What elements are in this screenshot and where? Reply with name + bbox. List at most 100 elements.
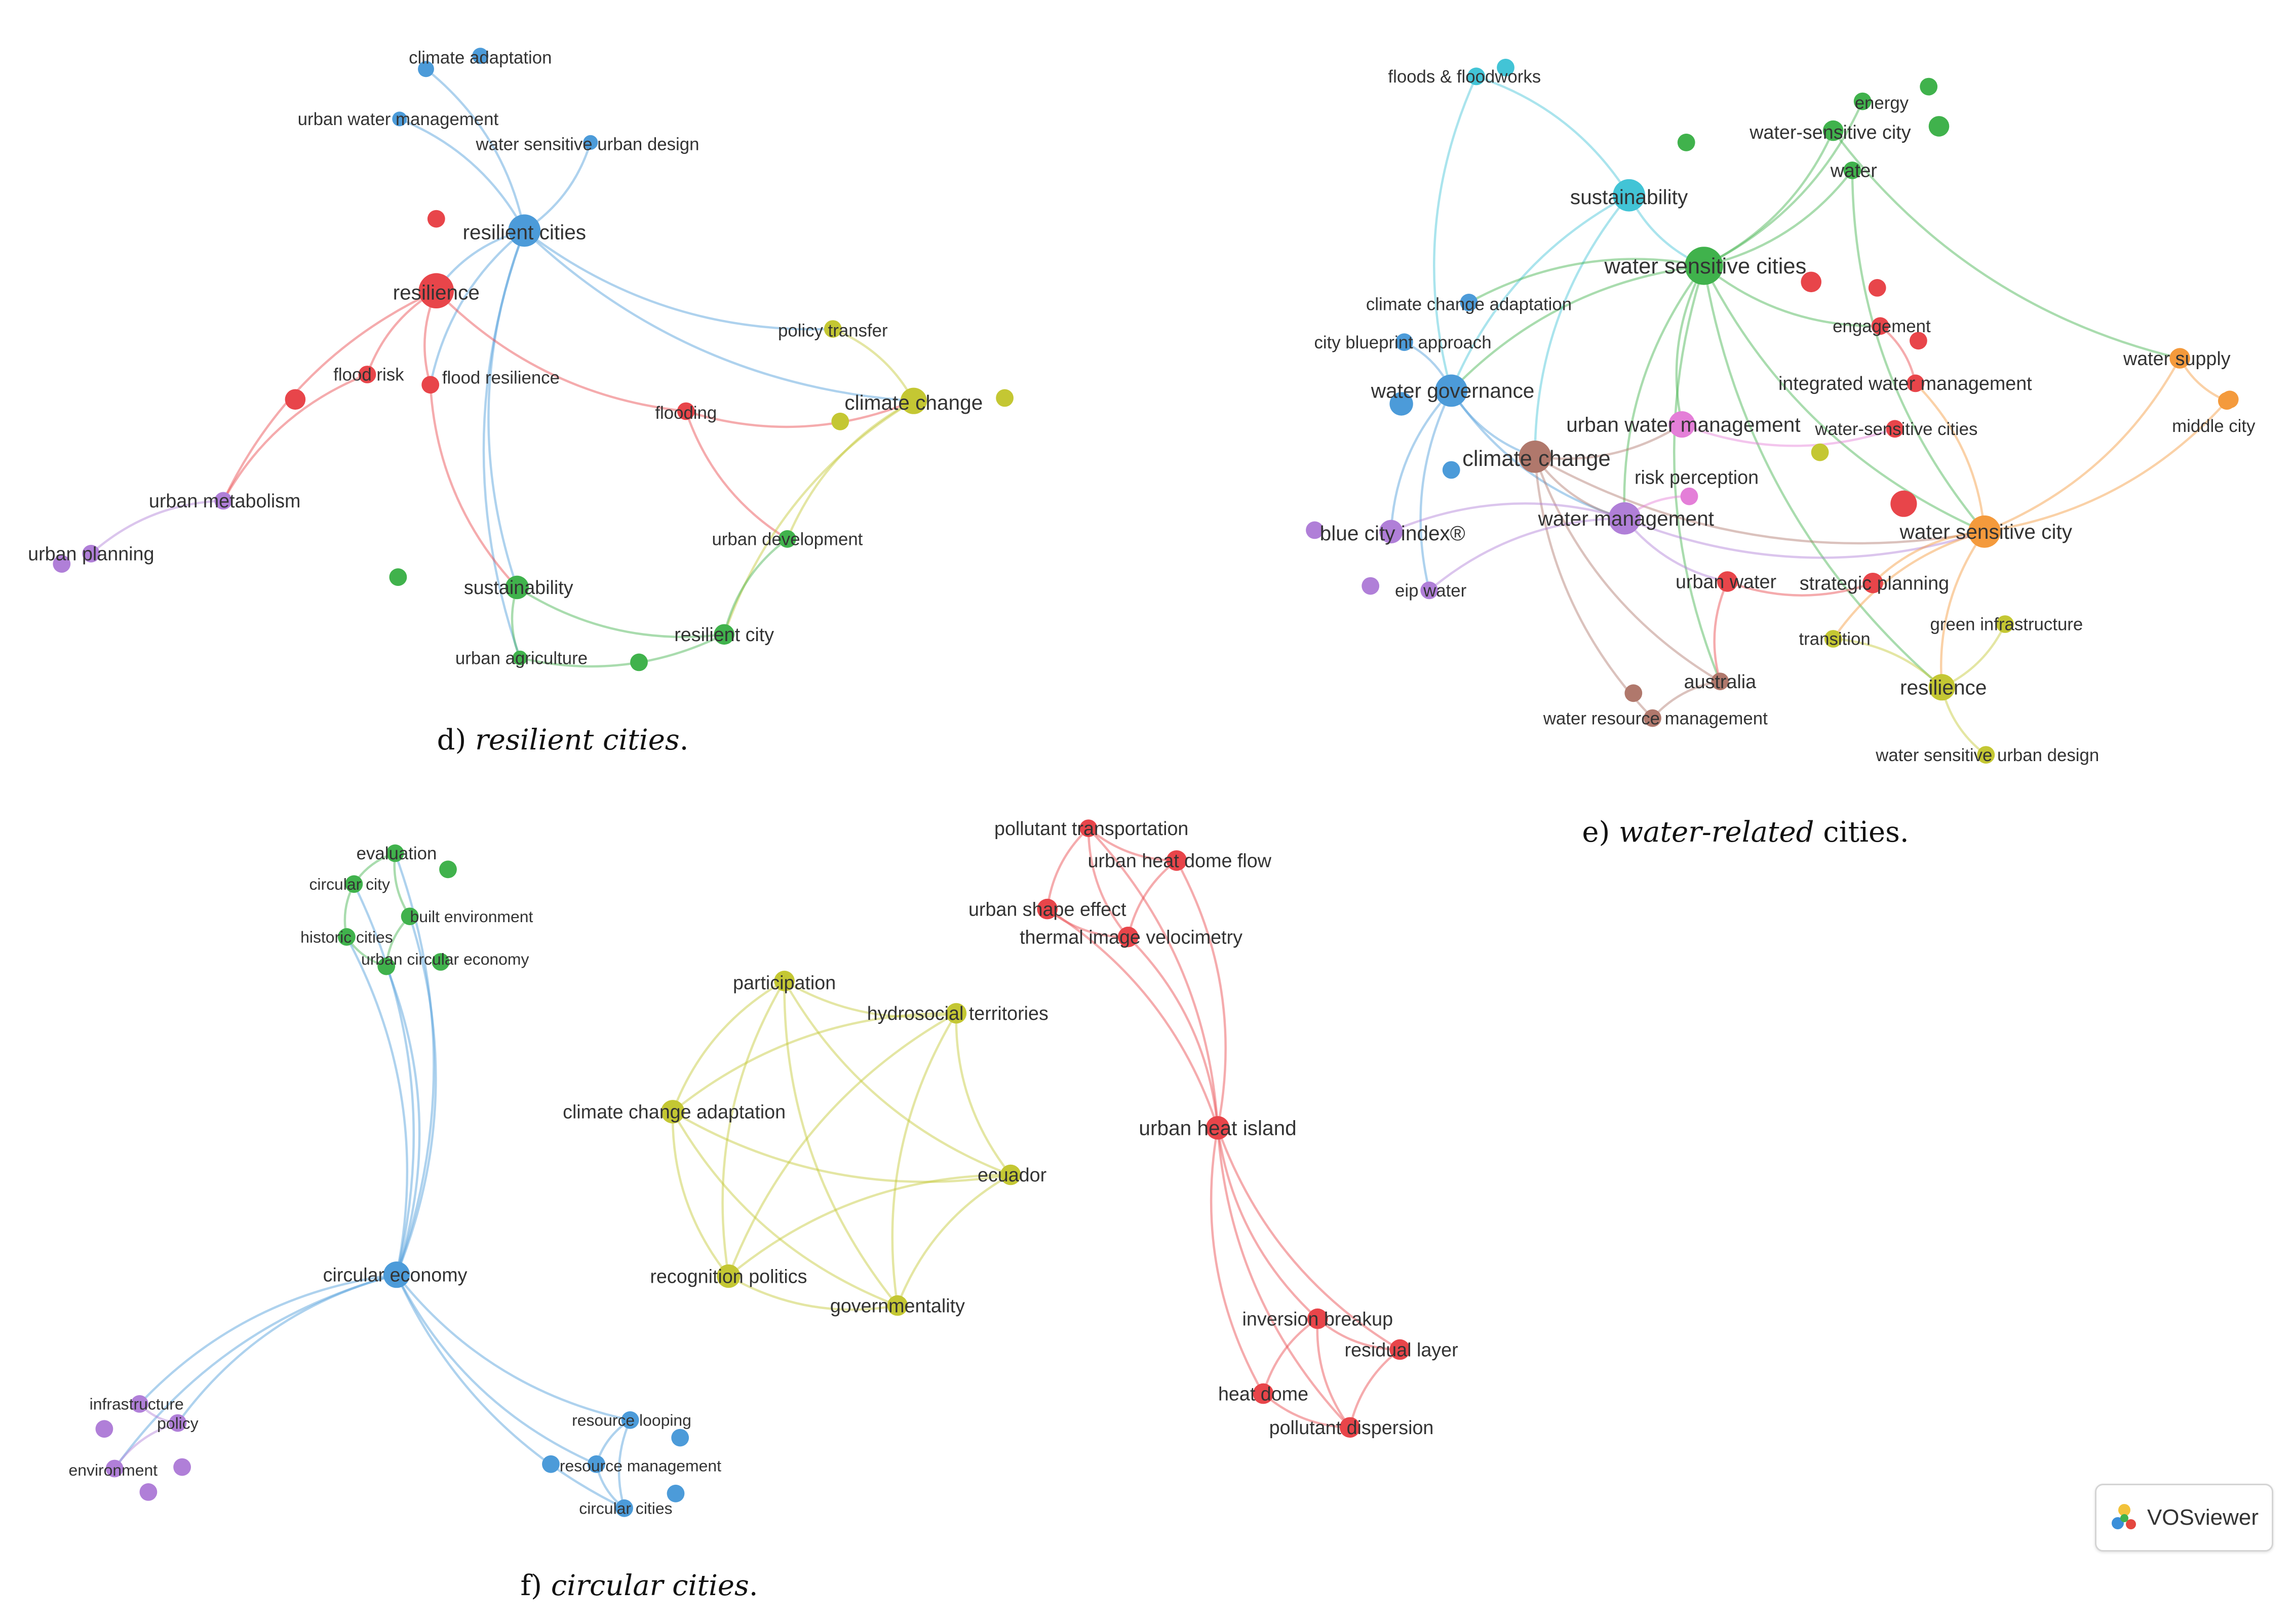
- node-urban-heat-island[interactable]: [1206, 1116, 1230, 1140]
- node-thermal-image-velocimetry[interactable]: [1117, 926, 1139, 947]
- node-policy-transfer[interactable]: [824, 320, 842, 338]
- node-flood-resilience[interactable]: [421, 376, 440, 394]
- node-circular-city[interactable]: [345, 875, 363, 893]
- node-energy[interactable]: [1853, 92, 1872, 110]
- network-edge: [783, 980, 1011, 1176]
- node-governmentality[interactable]: [887, 1295, 908, 1316]
- node-eip-water[interactable]: [1420, 581, 1439, 600]
- node-urban-planning[interactable]: [82, 544, 100, 563]
- node-residual-layer[interactable]: [1389, 1339, 1410, 1360]
- node-label-water-sensitive-cities: water sensitive cities: [1604, 254, 1806, 279]
- node-urban-circular-economy[interactable]: [377, 957, 396, 975]
- network-node-unlabeled: [1624, 684, 1643, 702]
- vosviewer-badge[interactable]: VOSviewer: [2095, 1484, 2273, 1552]
- node-resilient-cities[interactable]: [508, 214, 541, 247]
- node-urban-water-management[interactable]: [392, 111, 407, 127]
- node-australia[interactable]: [1711, 672, 1729, 690]
- node-hydrosocial-territories[interactable]: [946, 1003, 967, 1024]
- node-label-circular-cities: circular cities: [579, 1499, 672, 1517]
- node-integrated-water-management[interactable]: [1907, 374, 1925, 392]
- node-pollutant-transportation[interactable]: [1079, 819, 1098, 837]
- network-node-unlabeled: [630, 653, 648, 671]
- network-edge: [1087, 827, 1177, 862]
- node-inversion-breakup[interactable]: [1307, 1308, 1328, 1329]
- node-policy[interactable]: [169, 1414, 187, 1432]
- node-water-sensitive-urban-design[interactable]: [1977, 746, 1995, 764]
- node-infrastructure[interactable]: [131, 1395, 148, 1413]
- node-urban-water[interactable]: [1717, 571, 1738, 592]
- node-water-sensitive-city[interactable]: [1968, 515, 2001, 548]
- node-participation[interactable]: [774, 970, 795, 992]
- node-evaluation[interactable]: [386, 844, 404, 862]
- node-city-blueprint-approach[interactable]: [1395, 333, 1413, 351]
- node-resilience[interactable]: [1928, 674, 1955, 701]
- network-edge: [1984, 358, 2181, 533]
- node-blue-city-index[interactable]: [1379, 520, 1403, 544]
- node-water-supply[interactable]: [2169, 348, 2190, 369]
- node-label-urban-heat-island: urban heat island: [1139, 1116, 1296, 1139]
- node-water-management[interactable]: [1608, 502, 1641, 535]
- network-node-unlabeled: [667, 1484, 685, 1502]
- node-water-governance[interactable]: [1435, 374, 1468, 407]
- node-resource-management[interactable]: [588, 1455, 605, 1473]
- network-edge: [1127, 936, 1219, 1128]
- node-water[interactable]: [1843, 162, 1861, 179]
- node-built-environment[interactable]: [401, 907, 419, 925]
- node-resource-looping[interactable]: [621, 1411, 639, 1429]
- node-label-risk-perception: risk perception: [1635, 467, 1759, 488]
- node-urban-development[interactable]: [779, 530, 796, 548]
- node-strategic-planning[interactable]: [1862, 573, 1883, 593]
- node-water-sensitive-cities-r[interactable]: [1886, 420, 1904, 438]
- network-edge: [395, 916, 437, 1276]
- node-historic-cities[interactable]: [338, 928, 356, 946]
- network-edge: [1450, 194, 1630, 391]
- node-water-sensitive-urban-design[interactable]: [583, 135, 598, 150]
- network-edge: [399, 117, 526, 231]
- node-floods-floodworks[interactable]: [1467, 67, 1485, 86]
- node-transition[interactable]: [1824, 630, 1842, 648]
- node-environment[interactable]: [105, 1459, 124, 1478]
- node-climate-change[interactable]: [1519, 441, 1551, 473]
- node-urban-agriculture[interactable]: [513, 650, 528, 665]
- node-engagement[interactable]: [1871, 317, 1889, 335]
- node-urban-shape-effect[interactable]: [1037, 898, 1058, 920]
- node-resilience[interactable]: [418, 273, 454, 308]
- node-green-infrastructure[interactable]: [1996, 615, 2014, 633]
- node-resilient-city[interactable]: [714, 624, 734, 645]
- node-urban-water-management[interactable]: [1668, 411, 1695, 438]
- node-pollutant-dispersion[interactable]: [1339, 1417, 1361, 1438]
- network-edge: [672, 980, 785, 1113]
- caption-e: e) water-related cities.: [1582, 816, 1909, 849]
- node-label-energy: energy: [1855, 93, 1909, 113]
- node-label-city-blueprint-approach: city blueprint approach: [1314, 333, 1491, 352]
- node-sustainability[interactable]: [505, 575, 529, 600]
- node-water-sensitive-city-g[interactable]: [1822, 120, 1844, 141]
- node-label-historic-cities: historic cities: [300, 928, 393, 946]
- node-flood-risk[interactable]: [358, 366, 376, 383]
- node-climate-change-adaptation[interactable]: [661, 1100, 685, 1124]
- caption-f: f) circular cities.: [520, 1569, 758, 1602]
- node-circular-cities[interactable]: [615, 1499, 633, 1517]
- node-flooding[interactable]: [677, 402, 695, 420]
- node-water-sensitive-cities[interactable]: [1685, 247, 1723, 285]
- node-ecuador[interactable]: [1000, 1164, 1021, 1185]
- panel-captions: d) resilient cities. e) water-related ci…: [437, 724, 1909, 1602]
- node-risk-perception[interactable]: [1680, 487, 1698, 505]
- node-climate-change[interactable]: [900, 387, 927, 414]
- network-edge: [222, 373, 368, 501]
- node-urban-heat-dome-flow[interactable]: [1166, 850, 1187, 871]
- node-middle-city[interactable]: [2218, 392, 2236, 410]
- network-edge: [524, 142, 592, 232]
- node-sustainability[interactable]: [1613, 179, 1646, 212]
- node-circular-economy[interactable]: [383, 1261, 410, 1288]
- node-water-resource-management[interactable]: [1644, 709, 1661, 727]
- node-climate-change-adaptation[interactable]: [1460, 294, 1478, 311]
- node-climate-adaptation[interactable]: [418, 61, 434, 77]
- network-edge: [1450, 264, 1704, 391]
- network-edge: [617, 1419, 632, 1509]
- network-edge: [1175, 860, 1227, 1128]
- node-heat-dome[interactable]: [1253, 1383, 1274, 1404]
- node-recognition-politics[interactable]: [717, 1264, 741, 1288]
- node-urban-metabolism[interactable]: [214, 492, 232, 510]
